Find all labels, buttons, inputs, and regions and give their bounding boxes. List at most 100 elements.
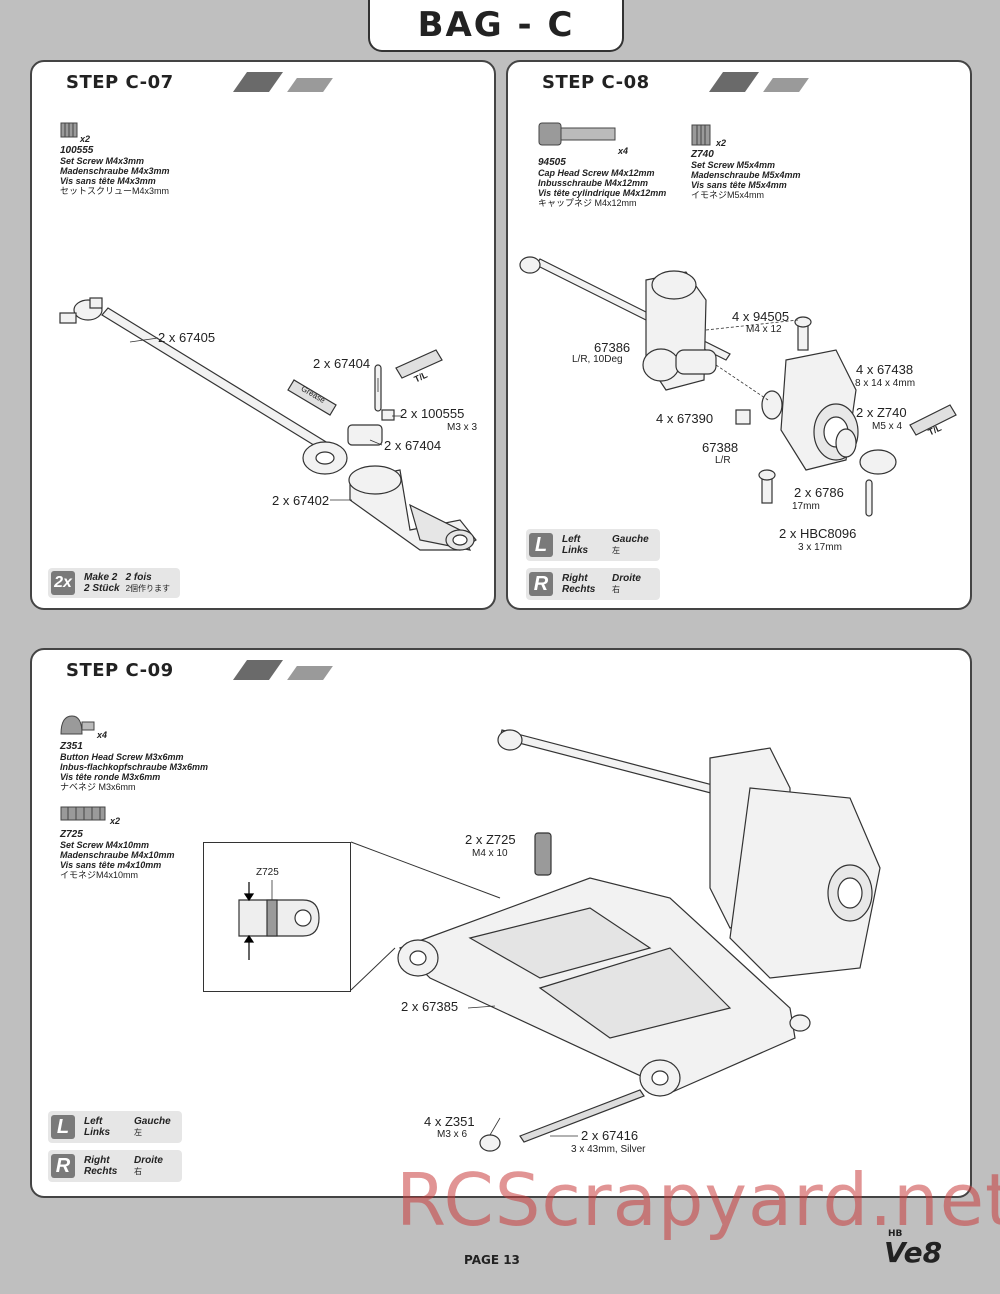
callout-6786-size: 17mm xyxy=(792,501,820,512)
left-fr: Gauche xyxy=(134,1116,171,1127)
detail-label: Z725 xyxy=(256,867,279,878)
bag-title: BAG - C xyxy=(417,5,575,45)
part-qty: x4 xyxy=(618,146,629,156)
part-name-fr: Vis tête ronde M3x6mm xyxy=(60,772,161,782)
step-c07-header: STEP C-07 xyxy=(30,60,496,96)
part-number: Z351 xyxy=(60,741,83,752)
right-de: Rechts xyxy=(562,584,596,595)
right-icon: R xyxy=(529,572,553,596)
bag-title-tab: BAG - C xyxy=(368,0,624,52)
callout-z351-size: M3 x 6 xyxy=(437,1129,468,1140)
make-count-icon: 2x xyxy=(51,571,75,595)
left-en: Left xyxy=(84,1116,103,1127)
callout-67438: 4 x 67438 xyxy=(856,362,914,377)
part-qty: x2 xyxy=(110,816,121,826)
left-icon: L xyxy=(529,533,553,557)
button-head-screw-icon xyxy=(60,715,95,735)
step-c09-header: STEP C-09 xyxy=(30,648,496,684)
right-fr: Droite xyxy=(134,1155,163,1166)
left-de: Links xyxy=(84,1127,111,1138)
part-name-jp: イモネジM5x4mm xyxy=(691,190,765,200)
right-de: Rechts xyxy=(84,1166,118,1177)
part-number: 100555 xyxy=(60,145,94,156)
ve8-logo-icon: Ve8 HB xyxy=(884,1229,942,1269)
svg-text:HB: HB xyxy=(888,1229,903,1239)
part-qty: x4 xyxy=(97,730,108,740)
callout-z725-size: M4 x 10 xyxy=(472,848,508,859)
left-icon: L xyxy=(51,1115,75,1139)
part-info-z351: Z351 Button Head Screw M3x6mm Inbus-flac… xyxy=(60,741,208,793)
make-fr: 2 fois xyxy=(125,572,152,583)
part-name-en: Cap Head Screw M4x12mm xyxy=(538,168,655,178)
step-c08-panel xyxy=(506,60,972,610)
part-qty: x2 xyxy=(80,134,91,144)
part-number: 94505 xyxy=(538,157,566,168)
right-icon: R xyxy=(51,1154,75,1178)
part-name-jp: キャップネジ M4x12mm xyxy=(538,198,637,208)
part-name-de: Madenschraube M4x3mm xyxy=(60,166,170,176)
part-info-z725: Z725 Set Screw M4x10mm Madenschraube M4x… xyxy=(60,829,175,881)
callout-94505: 4 x 94505 xyxy=(732,309,790,324)
callout-67402: 2 x 67402 xyxy=(272,493,330,508)
set-screw-long-icon xyxy=(60,806,106,821)
callout-67404-pin: 2 x 67404 xyxy=(313,356,371,371)
left-jp: 左 xyxy=(134,1128,142,1137)
part-name-de: Madenschraube M4x10mm xyxy=(60,850,175,860)
part-name-jp: セットスクリューM4x3mm xyxy=(60,186,170,196)
step-c08-title: STEP C-08 xyxy=(542,72,650,93)
make-two-badge: 2x Make 2 2 Stück 2 fois 2個作ります xyxy=(48,568,180,598)
callout-67388: 67388 xyxy=(702,440,739,455)
part-name-fr: Vis sans tête m4x10mm xyxy=(60,860,162,870)
callout-z740: 2 x Z740 xyxy=(856,405,907,420)
part-info-94505: 94505 Cap Head Screw M4x12mm Inbusschrau… xyxy=(538,157,667,209)
part-number: Z725 xyxy=(60,829,83,840)
callout-hbc8096: 2 x HBC8096 xyxy=(779,526,857,541)
step-c07-drawing xyxy=(59,297,477,551)
callout-67386-detail: L/R, 10Deg xyxy=(572,354,623,365)
detail-drawing xyxy=(238,880,320,960)
make-jp: 2個作ります xyxy=(125,584,171,593)
step-c07-title: STEP C-07 xyxy=(66,72,174,93)
part-number: Z740 xyxy=(691,149,714,160)
part-info-100555: 100555 Set Screw M4x3mm Madenschraube M4… xyxy=(60,145,170,197)
callout-67385: 2 x 67385 xyxy=(401,999,459,1014)
callout-100555: 2 x 100555 xyxy=(400,406,465,421)
part-name-fr: Vis sans tête M4x3mm xyxy=(60,176,156,186)
right-jp: 右 xyxy=(612,585,620,594)
part-qty: x2 xyxy=(716,138,727,148)
step-c08-drawing xyxy=(519,256,957,517)
part-name-fr: Vis tête cylindrique M4x12mm xyxy=(538,188,667,198)
callout-z351: 4 x Z351 xyxy=(424,1114,475,1129)
callout-100555-size: M3 x 3 xyxy=(447,422,478,433)
callout-6786: 2 x 6786 xyxy=(794,485,844,500)
part-name-en: Button Head Screw M3x6mm xyxy=(60,752,184,762)
callout-67388-detail: L/R xyxy=(715,455,731,466)
step-c08-header: STEP C-08 xyxy=(506,60,972,96)
callout-67404-coupler: 2 x 67404 xyxy=(384,438,442,453)
callout-z740-size: M5 x 4 xyxy=(872,421,903,432)
page-number: PAGE 13 xyxy=(464,1253,520,1267)
callout-94505-size: M4 x 12 xyxy=(746,324,782,335)
part-name-en: Set Screw M4x3mm xyxy=(60,156,145,166)
watermark: RCScrapyard.net xyxy=(396,1158,1000,1242)
callout-67438-size: 8 x 14 x 4mm xyxy=(855,378,916,389)
part-name-fr: Vis sans tête M5x4mm xyxy=(691,180,787,190)
set-screw-icon xyxy=(691,124,711,146)
step-c09-title: STEP C-09 xyxy=(66,660,174,681)
right-jp: 右 xyxy=(134,1167,142,1176)
cap-head-screw-icon xyxy=(538,122,616,146)
part-name-jp: ナベネジ M3x6mm xyxy=(60,782,136,792)
right-en: Right xyxy=(84,1155,110,1166)
make-en: Make 2 xyxy=(84,572,118,583)
make-de: 2 Stück xyxy=(84,583,120,594)
part-name-en: Set Screw M5x4mm xyxy=(691,160,776,170)
svg-text:Ve8: Ve8 xyxy=(884,1236,942,1269)
part-name-en: Set Screw M4x10mm xyxy=(60,840,150,850)
callout-hbc8096-size: 3 x 17mm xyxy=(798,542,842,553)
part-name-jp: イモネジM4x10mm xyxy=(60,870,139,880)
left-en: Left xyxy=(562,534,581,545)
